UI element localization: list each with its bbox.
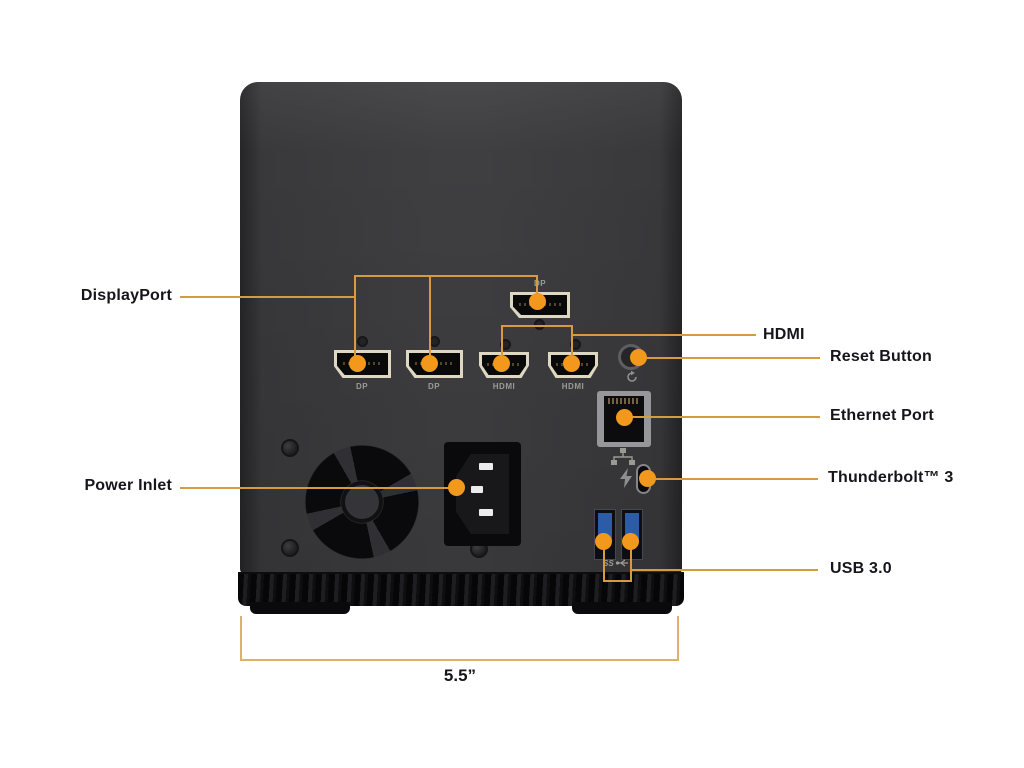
ethernet-leader-line xyxy=(631,416,820,418)
callout-dot-displayport-top xyxy=(529,293,546,310)
ethernet-network-icon xyxy=(611,448,635,465)
usb-ss-label: SS xyxy=(603,558,614,568)
dimension-bracket xyxy=(240,616,242,661)
hdmi-leader-line xyxy=(571,334,756,336)
callout-dot-usb-1 xyxy=(595,533,612,550)
callout-dot-displayport-1 xyxy=(349,355,366,372)
dimension-bracket xyxy=(240,659,679,661)
thunderbolt-leader-line xyxy=(651,478,818,480)
label-usb-30: USB 3.0 xyxy=(830,560,892,577)
callout-dot-displayport-2 xyxy=(421,355,438,372)
power-pin xyxy=(479,463,493,470)
callout-dot-power xyxy=(448,479,465,496)
hdmi-leader-line xyxy=(501,325,503,364)
right-foot xyxy=(572,602,672,614)
displayport-leader-line xyxy=(429,275,431,364)
displayport-leader-line xyxy=(354,275,538,277)
power-leader-line xyxy=(180,487,457,489)
usb-superspeed-icon: SS xyxy=(603,558,629,568)
port-label-dp-top: DP xyxy=(533,279,547,288)
port-label-dp2: DP xyxy=(427,382,441,391)
callout-dot-usb-2 xyxy=(622,533,639,550)
screw-small xyxy=(534,319,545,330)
port-label-dp1: DP xyxy=(355,382,369,391)
port-label-hdmi1: HDMI xyxy=(492,382,516,391)
power-pin xyxy=(479,509,493,516)
callout-dot-thunderbolt xyxy=(639,470,656,487)
left-foot xyxy=(250,602,350,614)
callout-dot-ethernet xyxy=(616,409,633,426)
reset-leader-line xyxy=(643,357,820,359)
dimension-bracket xyxy=(677,616,679,661)
thunderbolt-lightning-icon xyxy=(620,468,632,488)
reset-icon xyxy=(627,370,637,382)
usb-leader-line xyxy=(603,580,632,582)
callout-dot-reset xyxy=(630,349,647,366)
label-ethernet-port: Ethernet Port xyxy=(830,407,934,424)
port-label-hdmi2: HDMI xyxy=(561,382,585,391)
screw-small xyxy=(357,336,368,347)
label-thunderbolt-3: Thunderbolt™ 3 xyxy=(828,469,954,486)
label-hdmi: HDMI xyxy=(763,326,805,343)
dimension-width-label: 5.5” xyxy=(443,666,477,685)
usb-leader-line xyxy=(630,548,632,582)
hdmi-leader-line xyxy=(571,325,573,364)
callout-dot-hdmi-1 xyxy=(493,355,510,372)
label-displayport: DisplayPort xyxy=(80,287,172,304)
displayport-leader-line xyxy=(536,275,538,303)
displayport-leader-line xyxy=(180,296,356,298)
hdmi-leader-line xyxy=(501,325,573,327)
ribbed-base xyxy=(238,572,684,606)
label-power-inlet: Power Inlet xyxy=(84,477,172,494)
screw xyxy=(281,439,299,457)
label-reset-button: Reset Button xyxy=(830,348,932,365)
usb-leader-line xyxy=(603,548,605,582)
usb-leader-line xyxy=(630,569,818,571)
callout-dot-hdmi-2 xyxy=(563,355,580,372)
usb-trident-icon xyxy=(615,559,628,567)
power-pin xyxy=(471,486,483,493)
displayport-leader-line xyxy=(354,275,356,364)
screw xyxy=(281,539,299,557)
